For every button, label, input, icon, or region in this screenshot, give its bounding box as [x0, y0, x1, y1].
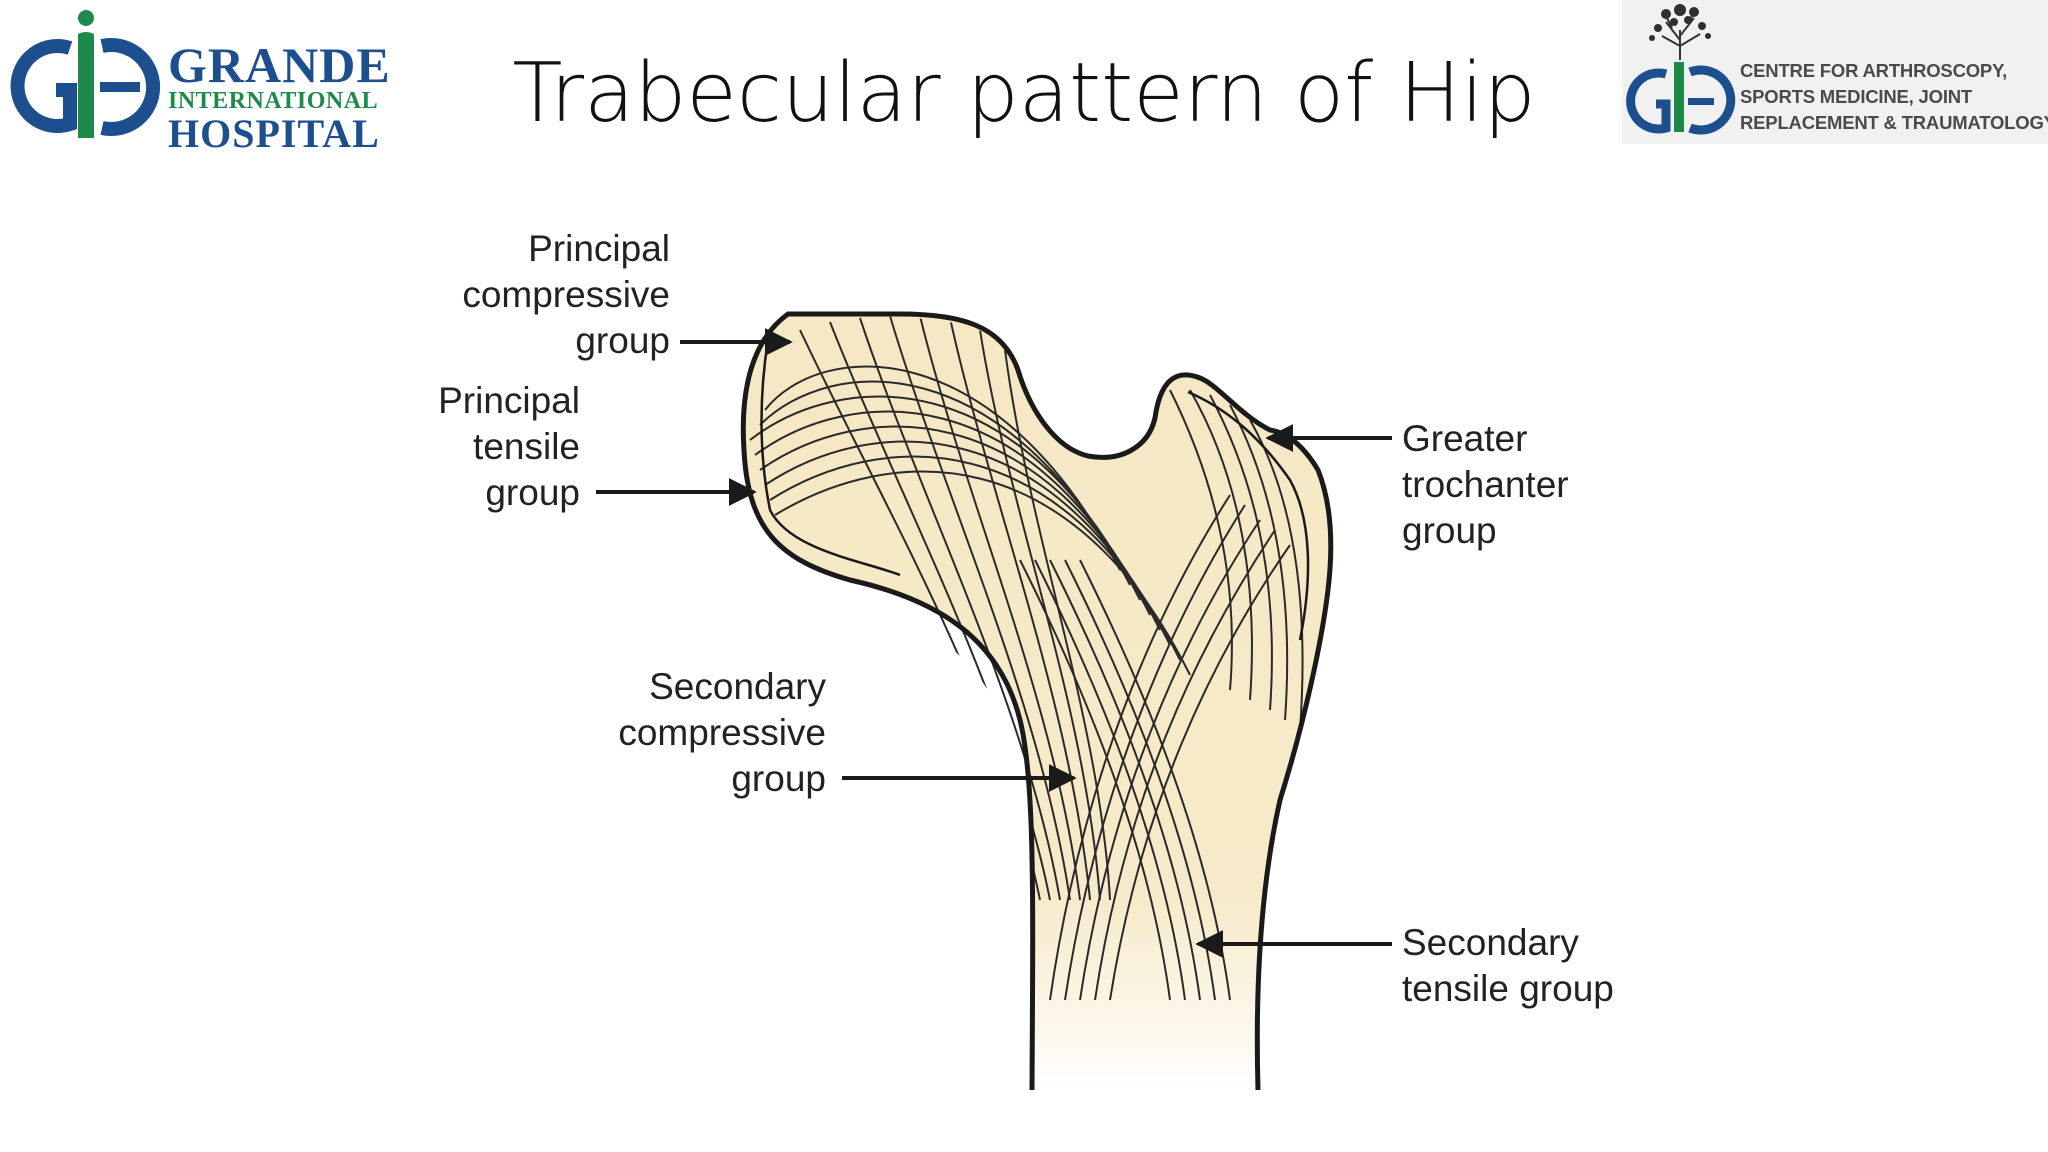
label-secondary-compressive: Secondary compressive group: [618, 666, 826, 799]
label-greater-trochanter: Greater trochanter group: [1402, 418, 1569, 551]
centre-logo: CENTRE FOR ARTHROSCOPY, SPORTS MEDICINE,…: [1622, 0, 2048, 144]
centre-line2: SPORTS MEDICINE, JOINT: [1740, 86, 1973, 107]
logo-name-line2: INTERNATIONAL: [168, 88, 379, 114]
page-title: Trabecular pattern of Hip: [512, 46, 1536, 141]
centre-line3: REPLACEMENT & TRAUMATOLOGY: [1740, 112, 2048, 133]
label-principal-compressive: Principal compressive group: [462, 228, 670, 361]
label-principal-tensile: Principal tensile group: [438, 380, 580, 513]
trabecular-lines: [749, 315, 1304, 1001]
logo-name-line1: GRANDE: [168, 37, 391, 93]
gih-logo-mark-icon: [10, 10, 161, 138]
grande-hospital-logo: GRANDE INTERNATIONAL HOSPITAL: [8, 6, 398, 156]
femur-border: [740, 311, 1334, 1091]
label-secondary-tensile: Secondary tensile group: [1402, 922, 1614, 1009]
logo-name-line3: HOSPITAL: [168, 111, 380, 156]
tree-logo-icon: [1626, 4, 1736, 135]
centre-line1: CENTRE FOR ARTHROSCOPY,: [1740, 60, 2008, 81]
